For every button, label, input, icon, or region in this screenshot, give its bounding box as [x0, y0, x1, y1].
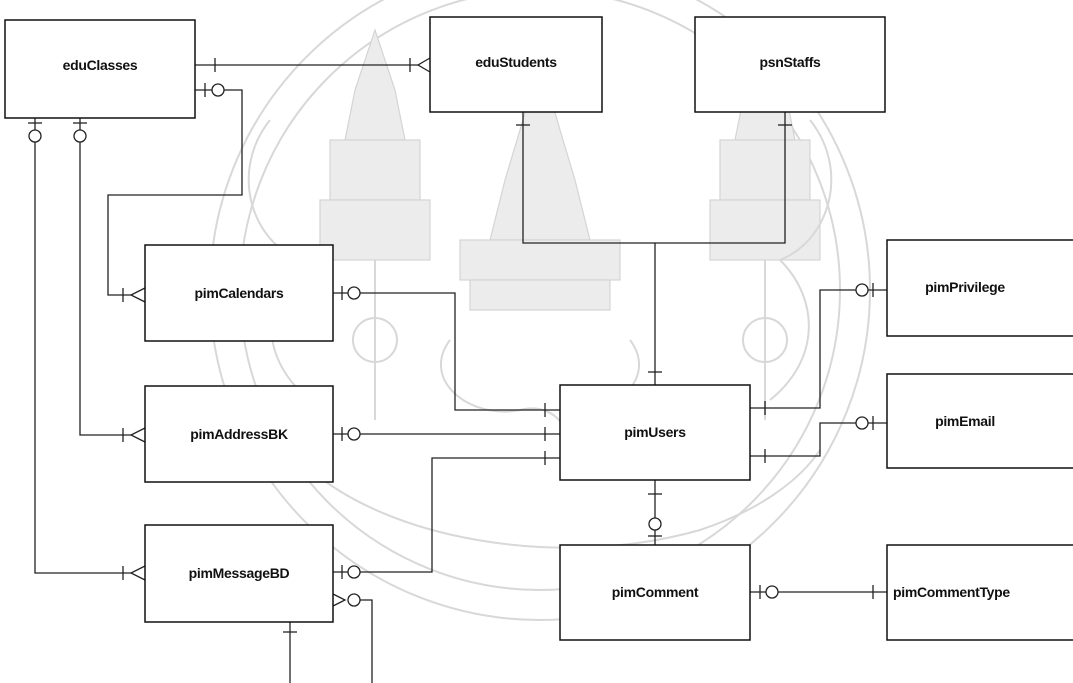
entity-label: eduStudents	[475, 54, 557, 70]
entity-label: pimMessageBD	[189, 565, 290, 581]
entity-pimEmail: pimEmail	[887, 374, 1073, 468]
entity-label: pimAddressBK	[190, 426, 288, 442]
entity-label: pimEmail	[935, 413, 995, 429]
entity-pimMessageBD: pimMessageBD	[145, 525, 333, 622]
entity-label: pimCommentType	[893, 584, 1010, 600]
entity-pimUsers: pimUsers	[560, 385, 750, 480]
entity-label: eduClasses	[63, 57, 138, 73]
entity-pimPrivilege: pimPrivilege	[887, 240, 1073, 336]
entity-label: pimCalendars	[195, 285, 284, 301]
entity-eduStudents: eduStudents	[430, 17, 602, 112]
entity-label: psnStaffs	[759, 54, 821, 70]
entity-pimCalendars: pimCalendars	[145, 245, 333, 341]
entity-pimComment: pimComment	[560, 545, 750, 640]
entity-eduClasses: eduClasses	[5, 20, 195, 118]
entity-pimAddressBK: pimAddressBK	[145, 386, 333, 482]
entity-label: pimUsers	[624, 424, 686, 440]
entity-psnStaffs: psnStaffs	[695, 17, 885, 112]
entity-label: pimPrivilege	[925, 279, 1005, 295]
entity-pimCommentType: pimCommentType	[887, 545, 1073, 640]
entity-label: pimComment	[612, 584, 699, 600]
